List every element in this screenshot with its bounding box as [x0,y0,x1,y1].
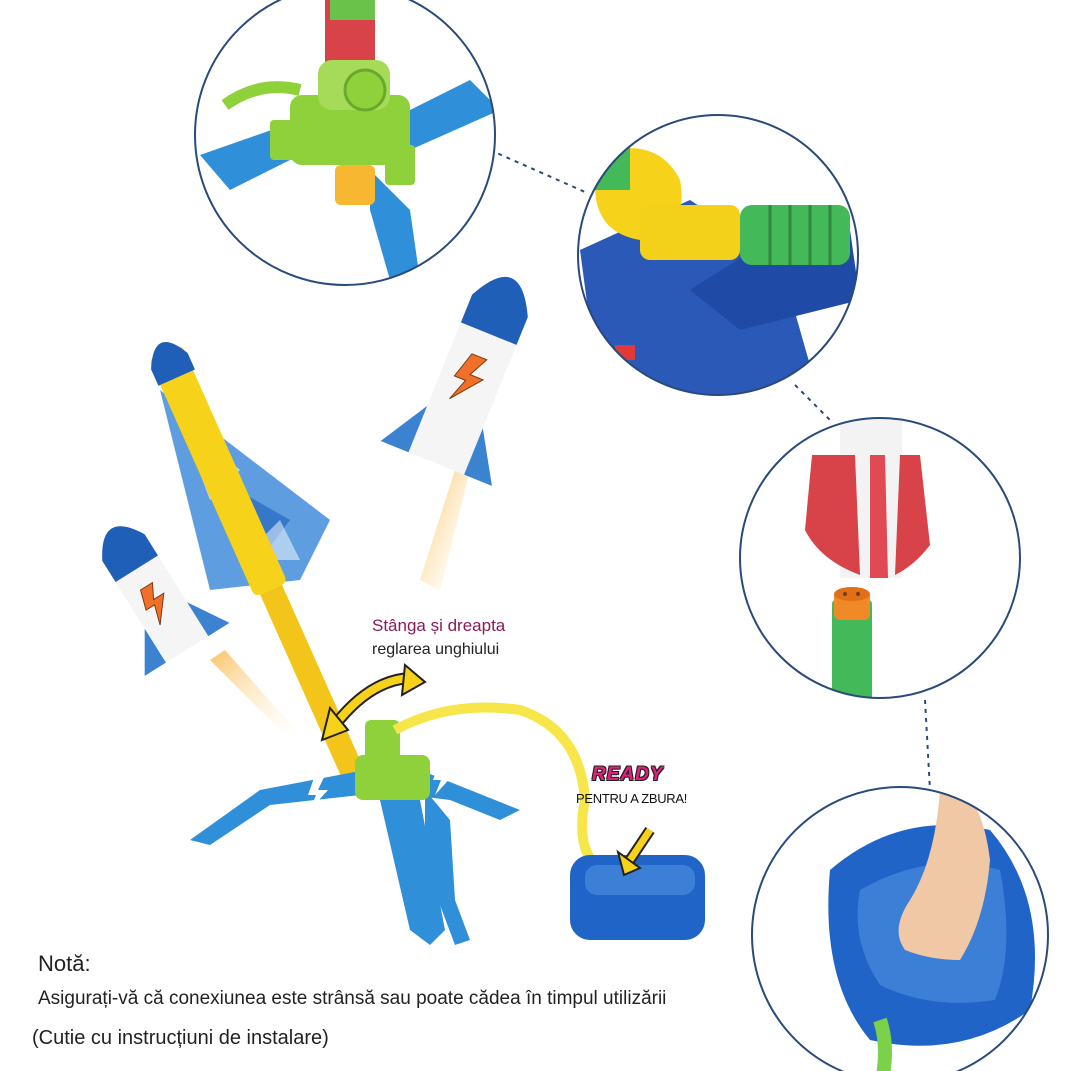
angle-arrow-icon [320,663,427,742]
lightning-icon [139,581,165,626]
launcher-stand [190,702,604,945]
foot-pump-icon [570,826,705,940]
detail-circle-rocket-fins [739,417,1021,699]
glider-rocket [150,342,372,796]
rocket-icon [380,277,528,590]
lightning-icon [449,353,488,400]
rocket-icon [102,526,300,740]
detail-circle-hose-connector [577,114,859,396]
connector-lines [489,149,931,791]
note-instructions: (Cutie cu instrucțiuni de instalare) [32,1027,329,1049]
detail-circle-launcher-base [194,0,496,286]
note-body: Asigurați-vă că conexiunea este strânsă … [38,988,667,1009]
detail-circle-foot-pump [751,786,1049,1071]
lightning-icon [308,775,328,810]
ready-badge: READY [592,764,664,785]
angle-annotation-subtitle: reglarea unghiului [372,641,500,659]
ready-badge-subtitle: PENTRU A ZBURA! [576,791,688,806]
lightning-icon [433,760,453,795]
angle-annotation-title: Stânga și dreapta [372,616,506,635]
note-title: Notă: [38,951,91,976]
